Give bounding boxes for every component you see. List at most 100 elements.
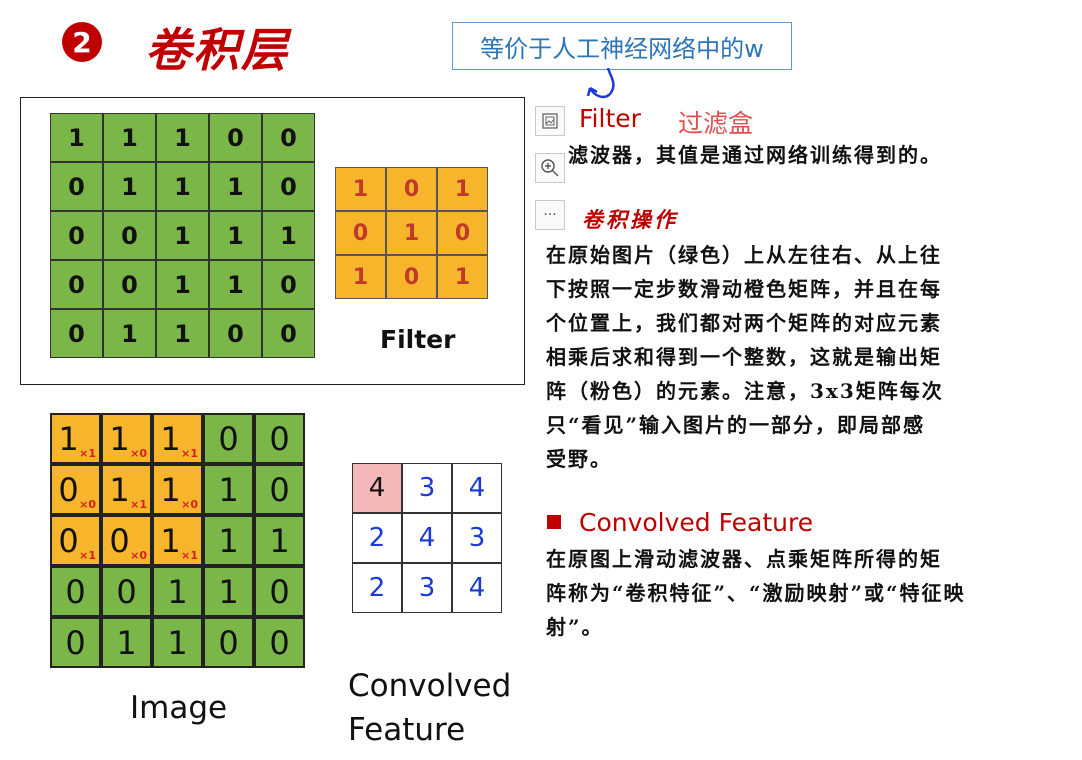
matrix-cell: 1×1 bbox=[152, 515, 203, 566]
matrix-cell: 0 bbox=[254, 464, 305, 515]
cell-value: 0 bbox=[269, 419, 290, 458]
filter-weight: ×0 bbox=[79, 498, 96, 511]
zoom-in-button[interactable] bbox=[535, 153, 565, 183]
cell-value: 1 bbox=[109, 419, 130, 458]
matrix-cell: 1 bbox=[103, 162, 156, 211]
matrix-cell: 1 bbox=[152, 617, 203, 668]
matrix-cell: 0 bbox=[254, 566, 305, 617]
cell-value: 0 bbox=[218, 623, 239, 662]
matrix-cell: 0 bbox=[203, 413, 254, 464]
more-button[interactable]: ··· bbox=[535, 200, 565, 230]
cell-value: 1 bbox=[269, 521, 290, 560]
convolved-feature-heading: Convolved Feature bbox=[579, 508, 814, 537]
matrix-cell: 0 bbox=[50, 617, 101, 668]
matrix-cell: 1 bbox=[103, 309, 156, 358]
filter-description: 滤波器，其值是通过网络训练得到的。 bbox=[568, 143, 942, 167]
matrix-cell: 1 bbox=[203, 566, 254, 617]
matrix-cell: 1 bbox=[156, 211, 209, 260]
annotation-callout: 等价于人工神经网络中的w bbox=[452, 22, 792, 70]
filter-weight: ×1 bbox=[79, 549, 96, 562]
matrix-cell: 0×0 bbox=[50, 464, 101, 515]
matrix-cell: 1 bbox=[203, 464, 254, 515]
cell-value: 1 bbox=[167, 623, 188, 662]
cell-value: 0 bbox=[269, 572, 290, 611]
matrix-cell: 3 bbox=[402, 563, 452, 613]
convolved-feature-description: 在原图上滑动滤波器、点乘矩阵所得的矩阵称为“卷积特征”、“激励映射”或“特征映射… bbox=[546, 542, 966, 644]
bullet-square-icon bbox=[547, 515, 561, 529]
filter-weight: ×1 bbox=[181, 549, 198, 562]
convolved-feature-caption: Convolved Feature bbox=[348, 664, 511, 752]
text-line: 下按照一定步数滑动橙色矩阵，并且在每 bbox=[546, 277, 942, 301]
cell-value: 0 bbox=[65, 623, 86, 662]
caption-line: Convolved bbox=[348, 668, 512, 704]
matrix-cell: 3 bbox=[452, 513, 502, 563]
matrix-cell: 2 bbox=[352, 563, 402, 613]
text-line: 个位置上，我们都对两个矩阵的对应元素 bbox=[546, 311, 942, 335]
matrix-cell: 0 bbox=[103, 211, 156, 260]
cell-value: 1 bbox=[218, 521, 239, 560]
matrix-cell: 0 bbox=[50, 309, 103, 358]
matrix-cell: 2 bbox=[352, 513, 402, 563]
conv-op-description: 在原始图片（绿色）上从左往右、从上往下按照一定步数滑动橙色矩阵，并且在每个位置上… bbox=[546, 238, 944, 476]
matrix-cell: 0 bbox=[209, 309, 262, 358]
text-line: 在原始图片（绿色）上从左往右、从上往 bbox=[546, 243, 942, 267]
hand-drawn-arrow-icon bbox=[586, 67, 615, 99]
matrix-cell: 3 bbox=[402, 463, 452, 513]
matrix-cell: 1 bbox=[437, 255, 488, 299]
matrix-cell: 1 bbox=[152, 566, 203, 617]
text-line: 阵称为“卷积特征”、“激励映射”或“特征映 bbox=[546, 581, 966, 605]
matrix-cell: 1 bbox=[101, 617, 152, 668]
matrix-cell: 1 bbox=[156, 260, 209, 309]
matrix-cell: 4 bbox=[452, 463, 502, 513]
cell-value: 1 bbox=[116, 623, 137, 662]
matrix-cell: 0 bbox=[50, 566, 101, 617]
section-number-badge: 2 bbox=[62, 22, 102, 62]
matrix-cell: 4 bbox=[352, 463, 402, 513]
filter-caption: Filter bbox=[380, 325, 456, 354]
matrix-cell: 1 bbox=[335, 255, 386, 299]
image-filter-frame bbox=[20, 97, 525, 385]
filter-heading: Filter bbox=[579, 104, 641, 133]
image-tool-button[interactable] bbox=[535, 106, 565, 136]
conv-op-heading: 卷积操作 bbox=[582, 207, 678, 232]
text-line: 在原图上滑动滤波器、点乘矩阵所得的矩 bbox=[546, 547, 942, 571]
matrix-cell: 0×1 bbox=[50, 515, 101, 566]
cell-value: 1 bbox=[160, 470, 181, 509]
matrix-cell: 0 bbox=[386, 255, 437, 299]
matrix-cell: 0 bbox=[262, 113, 315, 162]
cell-value: 1 bbox=[167, 572, 188, 611]
matrix-cell: 0×0 bbox=[101, 515, 152, 566]
matrix-cell: 4 bbox=[402, 513, 452, 563]
matrix-cell: 1 bbox=[437, 167, 488, 211]
cell-value: 1 bbox=[58, 419, 79, 458]
image-icon bbox=[542, 113, 558, 129]
filter-weight: ×0 bbox=[130, 447, 147, 460]
matrix-cell: 1 bbox=[203, 515, 254, 566]
more-icon: ··· bbox=[543, 207, 557, 223]
filter-weight: ×1 bbox=[130, 498, 147, 511]
matrix-cell: 1 bbox=[209, 162, 262, 211]
matrix-cell: 1 bbox=[50, 113, 103, 162]
matrix-cell: 1×0 bbox=[152, 464, 203, 515]
matrix-cell: 0 bbox=[50, 211, 103, 260]
matrix-cell: 1 bbox=[209, 260, 262, 309]
filter-weight: ×0 bbox=[181, 498, 198, 511]
section-title: 卷积层 bbox=[145, 23, 289, 77]
cell-value: 0 bbox=[116, 572, 137, 611]
filter-heading-cn: 过滤盒 bbox=[678, 109, 754, 138]
text-line: 受野。 bbox=[546, 447, 612, 471]
matrix-cell: 1 bbox=[103, 113, 156, 162]
filter-weight: ×1 bbox=[79, 447, 96, 460]
text-line: 相乘后求和得到一个整数，这就是输出矩 bbox=[546, 345, 942, 369]
matrix-cell: 1×1 bbox=[152, 413, 203, 464]
cell-value: 1 bbox=[160, 419, 181, 458]
matrix-cell: 0 bbox=[209, 113, 262, 162]
matrix-cell: 0 bbox=[254, 617, 305, 668]
text-line: 阵（粉色）的元素。注意，3x3矩阵每次 bbox=[546, 379, 944, 403]
text-line: 只“看见”输入图片的一部分，即局部感 bbox=[546, 413, 926, 437]
matrix-cell: 1×1 bbox=[101, 464, 152, 515]
